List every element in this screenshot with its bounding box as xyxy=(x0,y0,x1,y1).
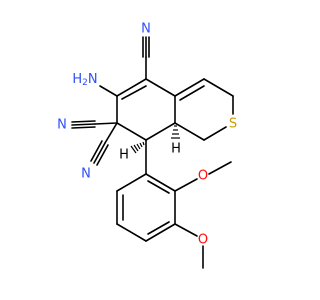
bond-c1-c8a xyxy=(174,122,205,141)
bonds xyxy=(71,36,234,269)
atom-amino: H2N xyxy=(72,72,97,89)
bond-c4a-c5 xyxy=(145,78,176,97)
bond-c4a-c4 xyxy=(174,78,205,97)
bond-s-c1 xyxy=(203,126,227,141)
bond-c7-c8 xyxy=(116,122,147,141)
hashed-wedge-c8-h xyxy=(130,141,145,154)
bond-ar3-o-lower xyxy=(174,223,198,237)
bond-ar4-ar5 xyxy=(116,223,147,242)
hashed-wedge-c8a-h xyxy=(171,125,180,139)
atom-sulfur: S xyxy=(229,117,237,132)
bond-ar3-ar4 xyxy=(145,223,176,242)
bond-c4-c3 xyxy=(203,78,234,97)
atom-n-top: N xyxy=(141,22,151,37)
atom-n-left: N xyxy=(57,118,67,133)
triple-bond-lower-2 xyxy=(93,142,106,164)
bond-c7-cn-lower xyxy=(104,122,118,144)
atom-o-lower: O xyxy=(198,233,208,248)
triple-bond-left-1 xyxy=(71,120,96,123)
bond-ar2-o-upper xyxy=(174,178,198,192)
bond-ar1-ar2 xyxy=(145,173,176,192)
bond-c8-c8a xyxy=(145,122,176,141)
triple-bond-lower-3 xyxy=(96,144,109,166)
bond-c5-c6-double xyxy=(121,85,147,100)
bond-c5-c6 xyxy=(116,78,147,97)
bond-ar1-ar2-inner xyxy=(147,180,170,194)
bond-c4a-c4-double xyxy=(179,85,205,101)
bond-c6-amino xyxy=(99,85,118,97)
atom-n-lower: N xyxy=(81,167,91,182)
bond-ar3-ar4-inner xyxy=(147,221,170,235)
bond-ar6-ar1 xyxy=(116,173,147,192)
bond-o-upper-ch3 xyxy=(208,161,232,175)
atom-labels: N H2N N N S H H O O xyxy=(57,22,237,248)
atom-h-c8a: H xyxy=(171,142,181,157)
triple-bond-left-2 xyxy=(71,123,96,126)
triple-bond-lower-1 xyxy=(90,140,103,162)
molecule-structure: N H2N N N S H H O O xyxy=(57,22,237,269)
atom-h-c8: H xyxy=(119,148,129,163)
atom-o-upper: O xyxy=(198,169,208,184)
bond-c7-cn-left xyxy=(94,122,118,125)
triple-bond-left-3 xyxy=(71,126,96,129)
